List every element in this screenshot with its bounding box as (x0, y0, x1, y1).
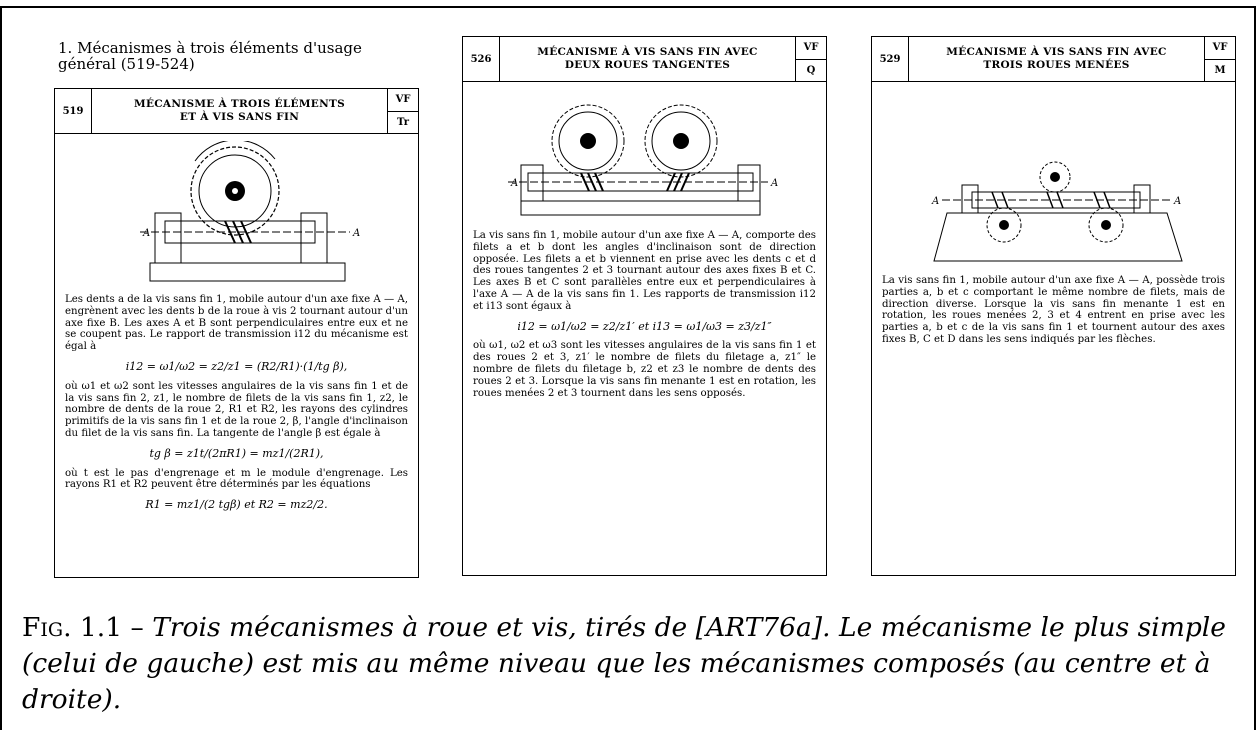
figure-caption: Fig. 1.1 – Trois mécanismes à roue et vi… (22, 610, 1247, 718)
panel-number: 529 (872, 37, 909, 81)
section-heading: 1. Mécanismes à trois éléments d'usage g… (58, 39, 362, 73)
equation: tg β = z1t/(2πR1) = mz1/(2R1), (149, 446, 324, 460)
equation: i12 = ω1/ω2 = z2/z1 = (R2/R1)·(1/tg β), (125, 359, 348, 373)
caption-label: Fig. 1.1 – (22, 612, 144, 643)
panel-title: MÉCANISME À VIS SANS FIN AVEC TROIS ROUE… (946, 46, 1167, 71)
panel-code: VF M (1204, 37, 1235, 81)
panel-code: VF Q (795, 37, 826, 81)
panel-title: MÉCANISME À TROIS ÉLÉMENTS ET À VIS SANS… (134, 98, 345, 123)
caption-text: Trois mécanismes à roue et vis, tirés de… (22, 612, 1226, 715)
panel-529: 529 MÉCANISME À VIS SANS FIN AVEC TROIS … (871, 36, 1236, 576)
three-wheel-drawing: A A (931, 161, 1183, 262)
panel-526: 526 MÉCANISME À VIS SANS FIN AVEC DEUX R… (462, 36, 827, 576)
figure-frame (0, 6, 1256, 730)
panel-body: La vis sans fin 1, mobile autour d'un ax… (882, 275, 1225, 345)
panel-number: 526 (463, 37, 500, 81)
panel-header: 529 MÉCANISME À VIS SANS FIN AVEC TROIS … (872, 37, 1235, 82)
panel-body: Les dents a de la vis sans fin 1, mobile… (65, 294, 408, 512)
panel-header: 526 MÉCANISME À VIS SANS FIN AVEC DEUX R… (463, 37, 826, 82)
equation: R1 = mz1/(2 tgβ) et R2 = mz2/2. (145, 498, 328, 512)
panel-code: VF Tr (387, 89, 418, 133)
two-wheel-drawing: A A (508, 104, 778, 216)
svg-text:A: A (1173, 196, 1181, 207)
equation: i12 = ω1/ω2 = z2/z1′ et i13 = ω1/ω3 = z3… (517, 319, 772, 333)
svg-text:A: A (770, 178, 778, 189)
panel-body: La vis sans fin 1, mobile autour d'un ax… (473, 230, 816, 399)
panel-header: 519 MÉCANISME À TROIS ÉLÉMENTS ET À VIS … (55, 89, 418, 134)
panel-title: MÉCANISME À VIS SANS FIN AVEC DEUX ROUES… (537, 46, 758, 71)
panel-number: 519 (55, 89, 92, 133)
svg-text:A: A (931, 196, 939, 207)
worm-gear-drawing: A A (140, 141, 360, 282)
svg-text:A: A (510, 178, 518, 189)
svg-text:A: A (142, 228, 150, 239)
svg-text:A: A (352, 228, 360, 239)
panel-519: 519 MÉCANISME À TROIS ÉLÉMENTS ET À VIS … (54, 88, 419, 578)
